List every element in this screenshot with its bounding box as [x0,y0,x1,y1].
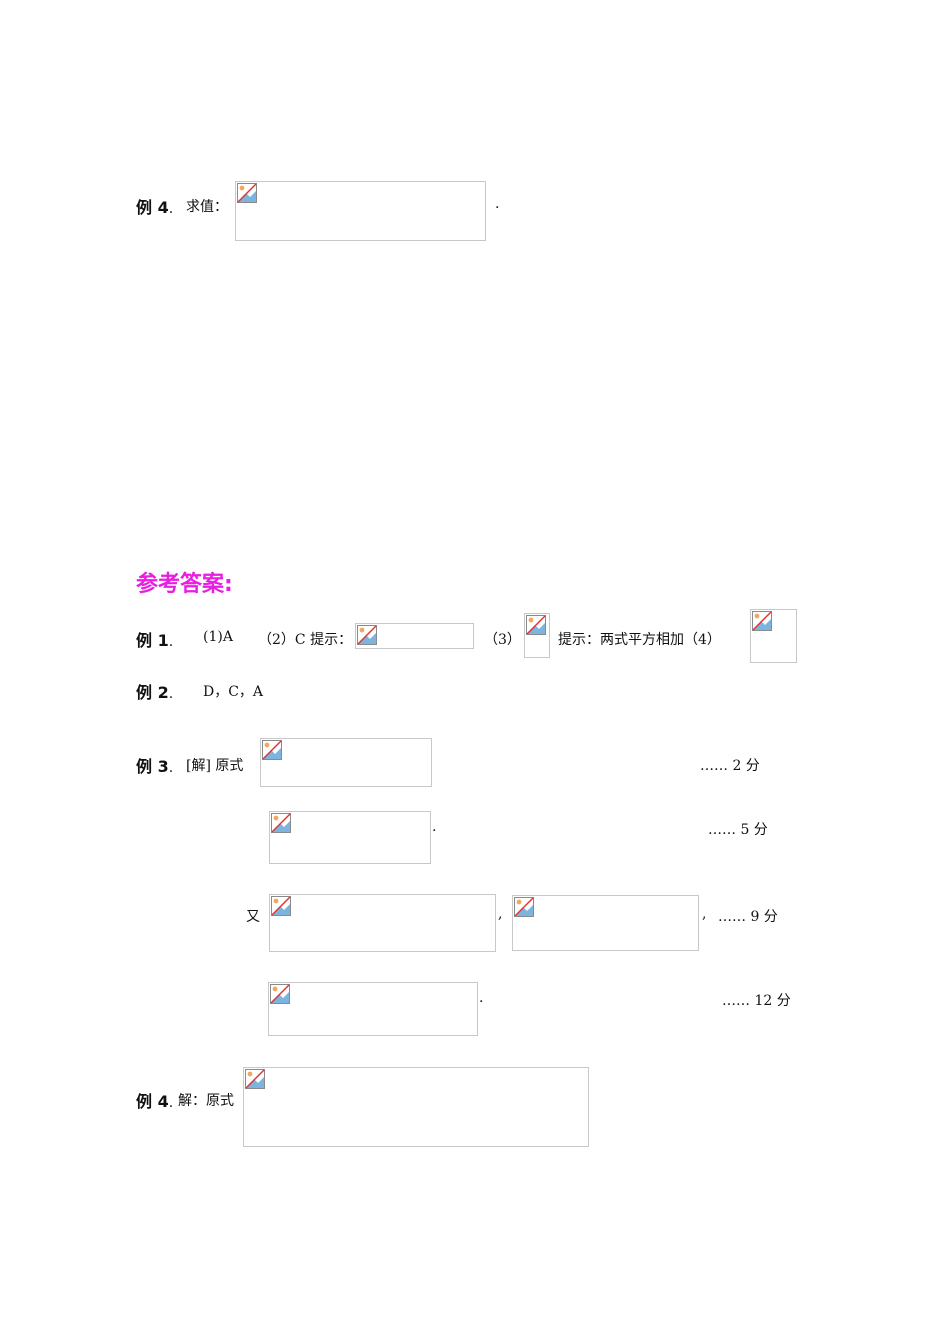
broken-image-icon [357,625,377,645]
also-text: 又 [246,909,260,925]
broken-image-icon [270,984,290,1004]
formula-image [512,895,699,951]
broken-image-icon [245,1069,265,1089]
answer-part-3: （3） [484,632,521,648]
formula-image [260,738,432,787]
example-2-answer: D，C，A [203,684,264,700]
score-mark: …… 9 分 [718,909,778,925]
formula-image [355,623,474,649]
solution-prefix: 解：原式 [178,1093,234,1109]
answer-hint: 提示：两式平方相加（4） [558,632,721,648]
example-4-prompt: 求值： [186,199,228,215]
formula-image [269,894,496,952]
example-4-answer-label: 例 4. [136,1092,174,1111]
broken-image-icon [752,611,772,631]
example-3-label: 例 3. [136,757,174,776]
formula-image [524,613,550,658]
period: . [432,819,437,835]
example-1-label: 例 1. [136,631,174,650]
answers-heading: 参考答案: [136,572,233,597]
broken-image-icon [526,615,546,635]
formula-image [750,609,797,663]
broken-image-icon [271,813,291,833]
formula-image [235,181,486,241]
example-2-label: 例 2. [136,683,174,702]
score-mark: …… 2 分 [700,758,760,774]
broken-image-icon [237,183,257,203]
formula-image [243,1067,589,1147]
broken-image-icon [271,896,291,916]
solution-prefix: [解] 原式 [186,758,244,774]
period: . [479,990,484,1006]
answer-part-1: (1)A [203,629,233,645]
answer-part-2: （2）C 提示： [258,632,353,648]
score-mark: …… 12 分 [722,993,791,1009]
formula-image [269,811,431,864]
comma: , [498,906,503,922]
comma: , [702,906,707,922]
score-mark: …… 5 分 [708,822,768,838]
formula-image [268,982,478,1036]
period: . [495,196,500,212]
example-4-label: 例 4. [136,198,174,217]
broken-image-icon [514,897,534,917]
broken-image-icon [262,740,282,760]
